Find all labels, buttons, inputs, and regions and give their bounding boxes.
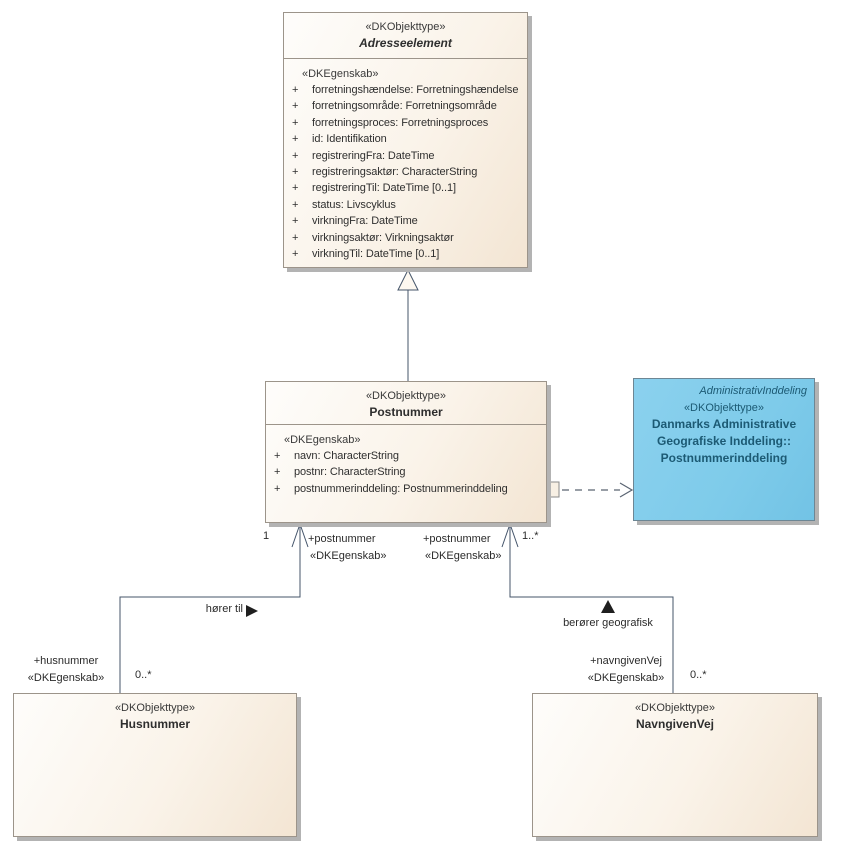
- attribute-row: + registreringFra: DateTime: [292, 148, 523, 164]
- attribute-row: + virkningTil: DateTime [0..1]: [292, 246, 523, 262]
- class-header: «DKObjekttype» Adresseelement: [284, 13, 527, 59]
- attribute-text: virkningTil: DateTime [0..1]: [312, 248, 440, 261]
- attribute-text: navn: CharacterString: [294, 450, 399, 462]
- generalization-triangle-icon: [397, 268, 419, 291]
- attribute-list: + forretningshændelse: Forretningshændel…: [292, 82, 523, 262]
- visibility-marker: +: [292, 231, 299, 244]
- class-header: «DKObjekttype» Postnummer: [266, 382, 546, 425]
- attribute-row: + virkningsaktør: Virkningsaktør: [292, 230, 523, 246]
- direction-arrow-right-icon: [246, 605, 258, 617]
- attribute-row: + postnr: CharacterString: [274, 464, 542, 480]
- attribute-text: registreringTil: DateTime [0..1]: [312, 182, 456, 195]
- multiplicity-label: 0..*: [135, 669, 152, 681]
- role-label-group: +navngivenVej «DKEgenskab»: [576, 653, 676, 687]
- multiplicity-label: 0..*: [690, 669, 707, 681]
- class-postnummerinddeling[interactable]: AdministrativInddeling «DKObjekttype» Da…: [633, 378, 815, 521]
- class-header: «DKObjekttype» Husnummer: [14, 694, 296, 732]
- role-stereotype-label: «DKEgenskab»: [425, 550, 502, 562]
- role-label: +postnummer: [308, 533, 376, 545]
- attribute-text: registreringFra: DateTime: [312, 149, 435, 162]
- association-name-label: berører geografisk: [563, 617, 653, 629]
- attribute-row: + forretningsproces: Forretningsproces: [292, 115, 523, 131]
- navigability-arrow-icon: [291, 522, 309, 548]
- stereotype-label: «DKObjekttype»: [365, 390, 447, 402]
- class-header: «DKObjekttype» NavngivenVej: [533, 694, 817, 732]
- attribute-text: virkningFra: DateTime: [312, 215, 418, 228]
- generalization-postnummer-adresseelement[interactable]: [397, 268, 419, 381]
- attribute-text: postnr: CharacterString: [294, 466, 406, 479]
- attribute-stereotype-label: «DKEgenskab»: [284, 434, 361, 446]
- visibility-marker: +: [292, 198, 299, 211]
- attribute-text: forretningsproces: Forretningsproces: [312, 116, 489, 129]
- class-name-line: Geografiske Inddeling::: [656, 434, 791, 448]
- visibility-marker: +: [292, 166, 299, 179]
- attribute-text: postnummerinddeling: Postnummerinddeling: [294, 482, 508, 495]
- stereotype-label: «DKObjekttype»: [114, 702, 196, 714]
- class-adresseelement[interactable]: «DKObjekttype» Adresseelement «DKEgenska…: [283, 12, 528, 268]
- navigability-arrow-icon: [501, 522, 519, 548]
- attribute-text: id: Identifikation: [312, 133, 387, 146]
- multiplicity-label: 1..*: [522, 530, 539, 542]
- visibility-marker: +: [292, 149, 299, 162]
- multiplicity-label: 1: [263, 530, 270, 542]
- class-husnummer[interactable]: «DKObjekttype» Husnummer: [13, 693, 297, 837]
- class-navngivenvej[interactable]: «DKObjekttype» NavngivenVej: [532, 693, 818, 837]
- attribute-row: + registreringTil: DateTime [0..1]: [292, 180, 523, 196]
- visibility-marker: +: [292, 84, 299, 96]
- attributes-compartment: «DKEgenskab» + forretningshændelse: Forr…: [284, 59, 527, 262]
- attribute-link-chip-icon: [546, 481, 560, 498]
- package-name-label: AdministrativInddeling: [699, 385, 807, 397]
- open-arrow-icon: [619, 482, 634, 498]
- attributes-compartment: «DKEgenskab» + navn: CharacterString + p…: [266, 425, 546, 497]
- attribute-text: registreringsaktør: CharacterString: [312, 166, 478, 179]
- attribute-row: + id: Identifikation: [292, 131, 523, 147]
- direction-arrow-up-icon: [601, 600, 615, 613]
- dependency-postnummerinddeling[interactable]: [546, 481, 634, 498]
- attribute-text: virkningsaktør: Virkningsaktør: [312, 231, 454, 244]
- visibility-marker: +: [274, 482, 281, 495]
- role-stereotype-label: «DKEgenskab»: [587, 672, 665, 684]
- visibility-marker: +: [292, 215, 299, 228]
- visibility-marker: +: [292, 182, 299, 195]
- visibility-marker: +: [292, 100, 299, 113]
- class-name-line: Danmarks Administrative: [651, 417, 797, 431]
- association-postnummer-husnummer[interactable]: [119, 522, 309, 693]
- visibility-marker: +: [274, 450, 281, 462]
- role-stereotype-label: «DKEgenskab»: [310, 550, 387, 562]
- association-postnummer-navngivenvej[interactable]: [501, 522, 674, 693]
- class-postnummer[interactable]: «DKObjekttype» Postnummer «DKEgenskab» +…: [265, 381, 547, 523]
- class-name: Adresseelement: [359, 36, 452, 50]
- class-name-line: Postnummerinddeling: [660, 451, 788, 465]
- attribute-row: + forretningsområde: Forretningsområde: [292, 98, 523, 114]
- attribute-row: + navn: CharacterString: [274, 448, 542, 464]
- role-stereotype-label: «DKEgenskab»: [27, 672, 105, 684]
- role-label: +husnummer: [33, 655, 99, 667]
- attribute-row: + status: Livscyklus: [292, 197, 523, 213]
- role-label: +navngivenVej: [590, 655, 662, 667]
- attribute-text: forretningsområde: Forretningsområde: [312, 100, 497, 113]
- class-name: NavngivenVej: [635, 717, 715, 731]
- attribute-row: + postnummerinddeling: Postnummerinddeli…: [274, 481, 542, 497]
- role-label: +postnummer: [423, 533, 491, 545]
- visibility-marker: +: [292, 116, 299, 129]
- class-name: Husnummer: [119, 717, 190, 731]
- attribute-stereotype-label: «DKEgenskab»: [302, 68, 379, 80]
- role-label-group: +husnummer «DKEgenskab»: [16, 653, 116, 687]
- visibility-marker: +: [274, 466, 281, 479]
- attribute-text: status: Livscyklus: [312, 198, 396, 211]
- association-name-label: hører til: [205, 603, 243, 615]
- stereotype-label: «DKObjekttype»: [634, 702, 716, 714]
- attribute-row: + virkningFra: DateTime: [292, 213, 523, 229]
- attribute-row: + registreringsaktør: CharacterString: [292, 164, 523, 180]
- attribute-text: forretningshændelse: Forretningshændelse: [312, 84, 519, 96]
- stereotype-label: «DKObjekttype»: [365, 21, 446, 33]
- stereotype-label: «DKObjekttype»: [683, 402, 765, 414]
- attribute-list: + navn: CharacterString + postnr: Charac…: [274, 448, 542, 497]
- class-name: Postnummer: [369, 405, 443, 419]
- visibility-marker: +: [292, 248, 299, 261]
- attribute-row: + forretningshændelse: Forretningshændel…: [292, 82, 523, 98]
- visibility-marker: +: [292, 133, 299, 146]
